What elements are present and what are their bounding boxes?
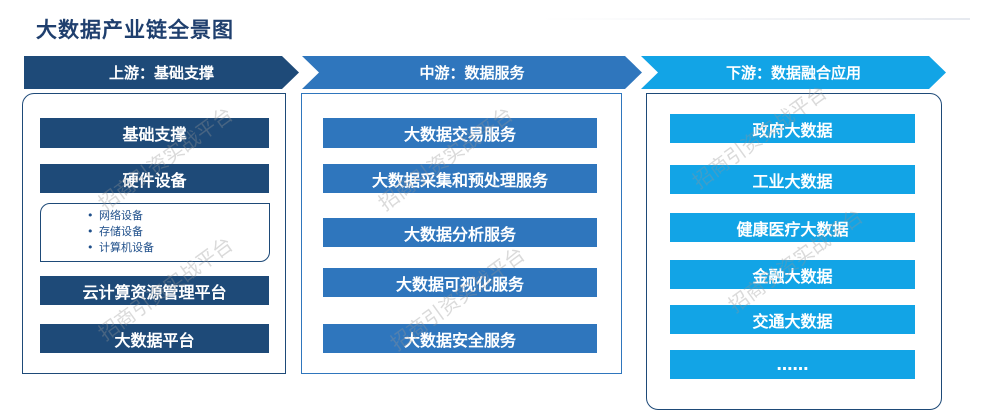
page-title: 大数据产业链全景图 [36,18,234,42]
hardware-item-computer: 计算机设备 [87,240,154,256]
upstream-item-cloud-platform: 云计算资源管理平台 [40,276,269,305]
downstream-item-transport: 交通大数据 [670,305,915,334]
downstream-item-industry: 工业大数据 [670,165,915,194]
stage-midstream-arrow: 中游：数据服务 [302,56,642,89]
stage-downstream-label: 下游：数据融合应用 [725,64,861,82]
downstream-item-government: 政府大数据 [670,114,915,143]
hardware-item-storage: 存储设备 [87,224,154,240]
stage-midstream-label: 中游：数据服务 [419,64,525,82]
downstream-item-more: …… [670,350,915,379]
hardware-sublist-box: 网络设备 存储设备 计算机设备 [40,203,270,262]
midstream-item-analysis: 大数据分析服务 [323,218,597,247]
midstream-item-trading: 大数据交易服务 [323,118,597,148]
downstream-item-health: 健康医疗大数据 [670,213,915,242]
midstream-item-visualization: 大数据可视化服务 [323,268,597,297]
title-divider [540,18,970,20]
hardware-item-network: 网络设备 [87,208,154,224]
downstream-item-finance: 金融大数据 [670,260,915,289]
hardware-sublist: 网络设备 存储设备 计算机设备 [87,208,154,256]
upstream-item-hardware: 硬件设备 [40,164,269,193]
stage-upstream-label: 上游：基础支撑 [108,64,214,82]
upstream-item-bigdata-platform: 大数据平台 [40,324,269,353]
midstream-item-collection: 大数据采集和预处理服务 [323,164,597,193]
upstream-item-foundation: 基础支撑 [40,118,269,148]
midstream-item-security: 大数据安全服务 [323,324,597,353]
stage-upstream-arrow: 上游：基础支撑 [24,56,299,89]
stage-downstream-arrow: 下游：数据融合应用 [641,56,946,89]
